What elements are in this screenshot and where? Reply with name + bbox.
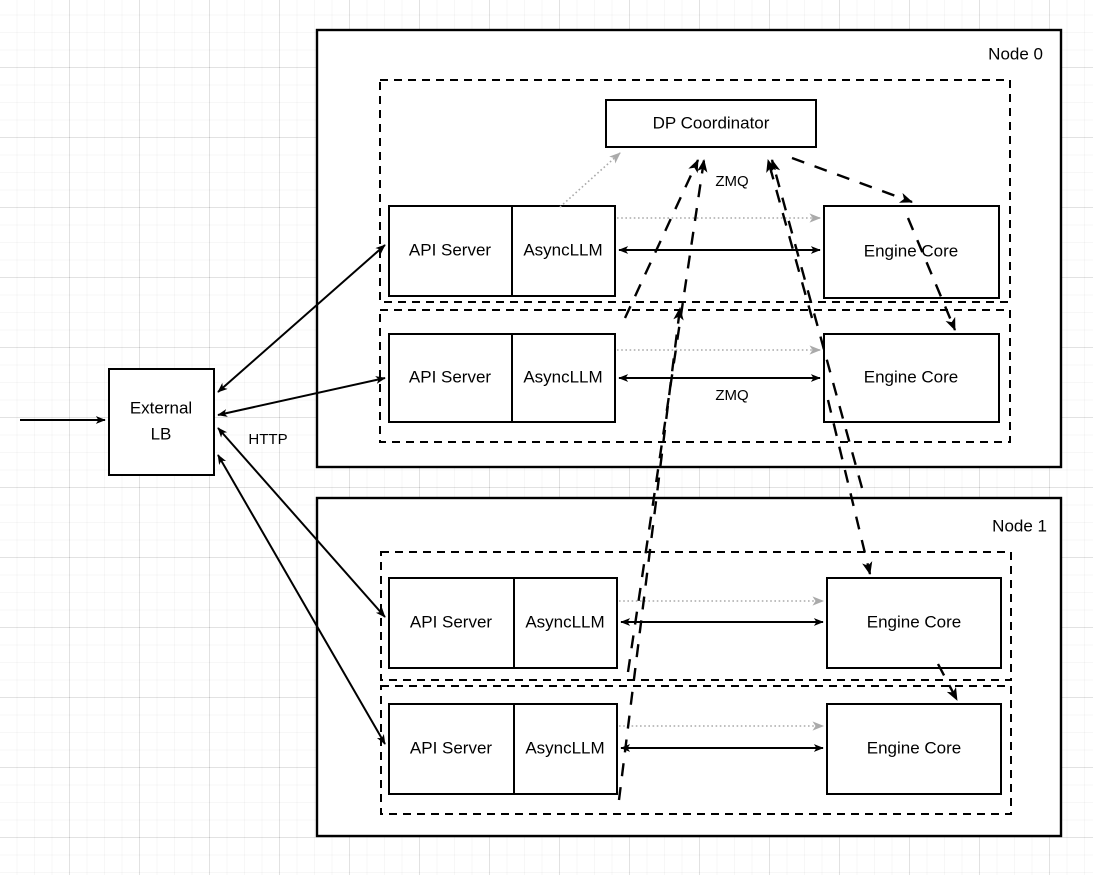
lb-to-node0-rank0-edge [217, 244, 386, 393]
coordinator-to-node-0-rank-1-engine-edge [906, 217, 957, 331]
dp-coordinator-box[interactable] [605, 99, 817, 148]
node-0-rank-1-api-server-label: API Server [409, 367, 492, 386]
node-0-rank-1-engine-core-box[interactable] [823, 333, 1000, 423]
node-1-rank-1-group[interactable] [380, 685, 1012, 815]
coordinator-zmq-label: ZMQ [715, 173, 748, 190]
node-1-rank-0-group[interactable] [380, 551, 1012, 681]
node-0-rank-1-to-coordinator-edge [623, 159, 700, 319]
node-0-label: Node 0 [988, 44, 1043, 63]
node-1-label: Node 1 [992, 516, 1047, 535]
node-1-rank-1-to-coordinator-edge [617, 307, 684, 801]
node-0-rank-0-api-server-label: API Server [409, 240, 492, 259]
external-lb-box[interactable] [108, 368, 215, 476]
node-1-rank-1-engine-core-box[interactable] [826, 703, 1002, 795]
node-1-rank-1-api-server-label: API Server [410, 738, 493, 757]
node-1-rank-1-async-llm-label: AsyncLLM [525, 738, 604, 757]
external-lb-label-line2: LB [151, 424, 172, 443]
async-llm-to-coordinator-dotted-edge [559, 152, 621, 208]
node-1-rank-1-engine-core-label: Engine Core [867, 738, 962, 757]
node-0-rank-0-group[interactable] [379, 79, 1011, 303]
http-edge-label: HTTP [248, 431, 287, 448]
node-0-rank-0-api-server-box[interactable] [388, 205, 616, 297]
node-1-rank-0-api-server-box[interactable] [388, 577, 618, 669]
node-0-rank-1-engine-core-label: Engine Core [864, 367, 959, 386]
node-1-rank-0-engine-to-coordinator-edge [770, 159, 864, 489]
node-0-rank-1-zmq-label: ZMQ [715, 387, 748, 404]
lb-to-node0-rank1-edge [217, 376, 386, 417]
external-lb-label-line1: External [130, 398, 192, 417]
lb-to-node1-rank1-edge [217, 454, 386, 745]
node-1-rank-0-async-llm-label: AsyncLLM [525, 612, 604, 631]
node-0-rank-0-async-llm-label: AsyncLLM [523, 240, 602, 259]
coordinator-to-node-0-rank-0-engine-edge [791, 156, 913, 204]
node-1-rank-0-engine-core-box[interactable] [826, 577, 1002, 669]
node-1-rank-0-api-server-label: API Server [410, 612, 493, 631]
node-0-rank-0-engine-core-box[interactable] [823, 205, 1000, 299]
node-0-rank-1-engine-to-coordinator-edge [766, 159, 814, 319]
node-1-rank-1-api-server-box[interactable] [388, 703, 618, 795]
node-1-rank-0-engine-core-label: Engine Core [867, 612, 962, 631]
node-0-rank-0-engine-core-label: Engine Core [864, 241, 959, 260]
node-0-rank-1-async-llm-label: AsyncLLM [523, 367, 602, 386]
coordinator-to-node-1-rank-1-engine-edge [936, 663, 959, 701]
dp-coordinator-label: DP Coordinator [653, 113, 770, 132]
node-0-rank-1-api-server-box[interactable] [388, 333, 616, 423]
coordinator-to-node-1-rank-0-engine-edge [826, 399, 873, 575]
